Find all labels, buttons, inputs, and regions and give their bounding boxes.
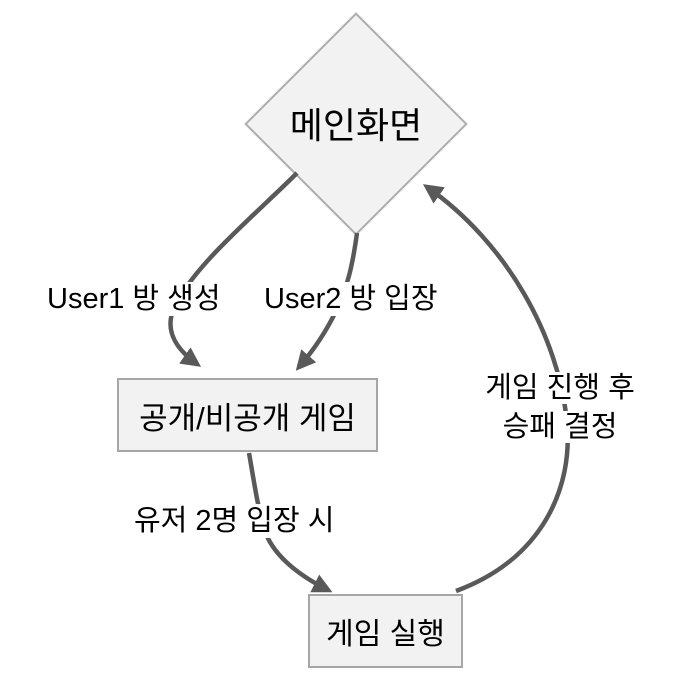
node-main-screen-label: 메인화면 [289,105,423,146]
edge-user1-create-room [168,171,299,367]
edge-label-game-result-line2: 승패 결정 [499,411,621,443]
edge-label-game-result: 게임 진행 후 승패 결정 [448,372,672,443]
edge-label-user2-join-room: User2 방 입장 [261,282,441,316]
node-public-private-game: 공개/비공개 게임 [117,378,378,452]
node-game-run-label: 게임 실행 [326,618,445,651]
edge-label-user1-create-room: User1 방 생성 [44,282,224,316]
edge-label-two-users-entered: 유저 2명 입장 시 [131,504,338,538]
edge-label-game-result-line1: 게임 진행 후 [482,372,638,404]
node-public-private-game-label: 공개/비공개 게임 [139,400,356,436]
node-game-run: 게임 실행 [308,594,463,668]
